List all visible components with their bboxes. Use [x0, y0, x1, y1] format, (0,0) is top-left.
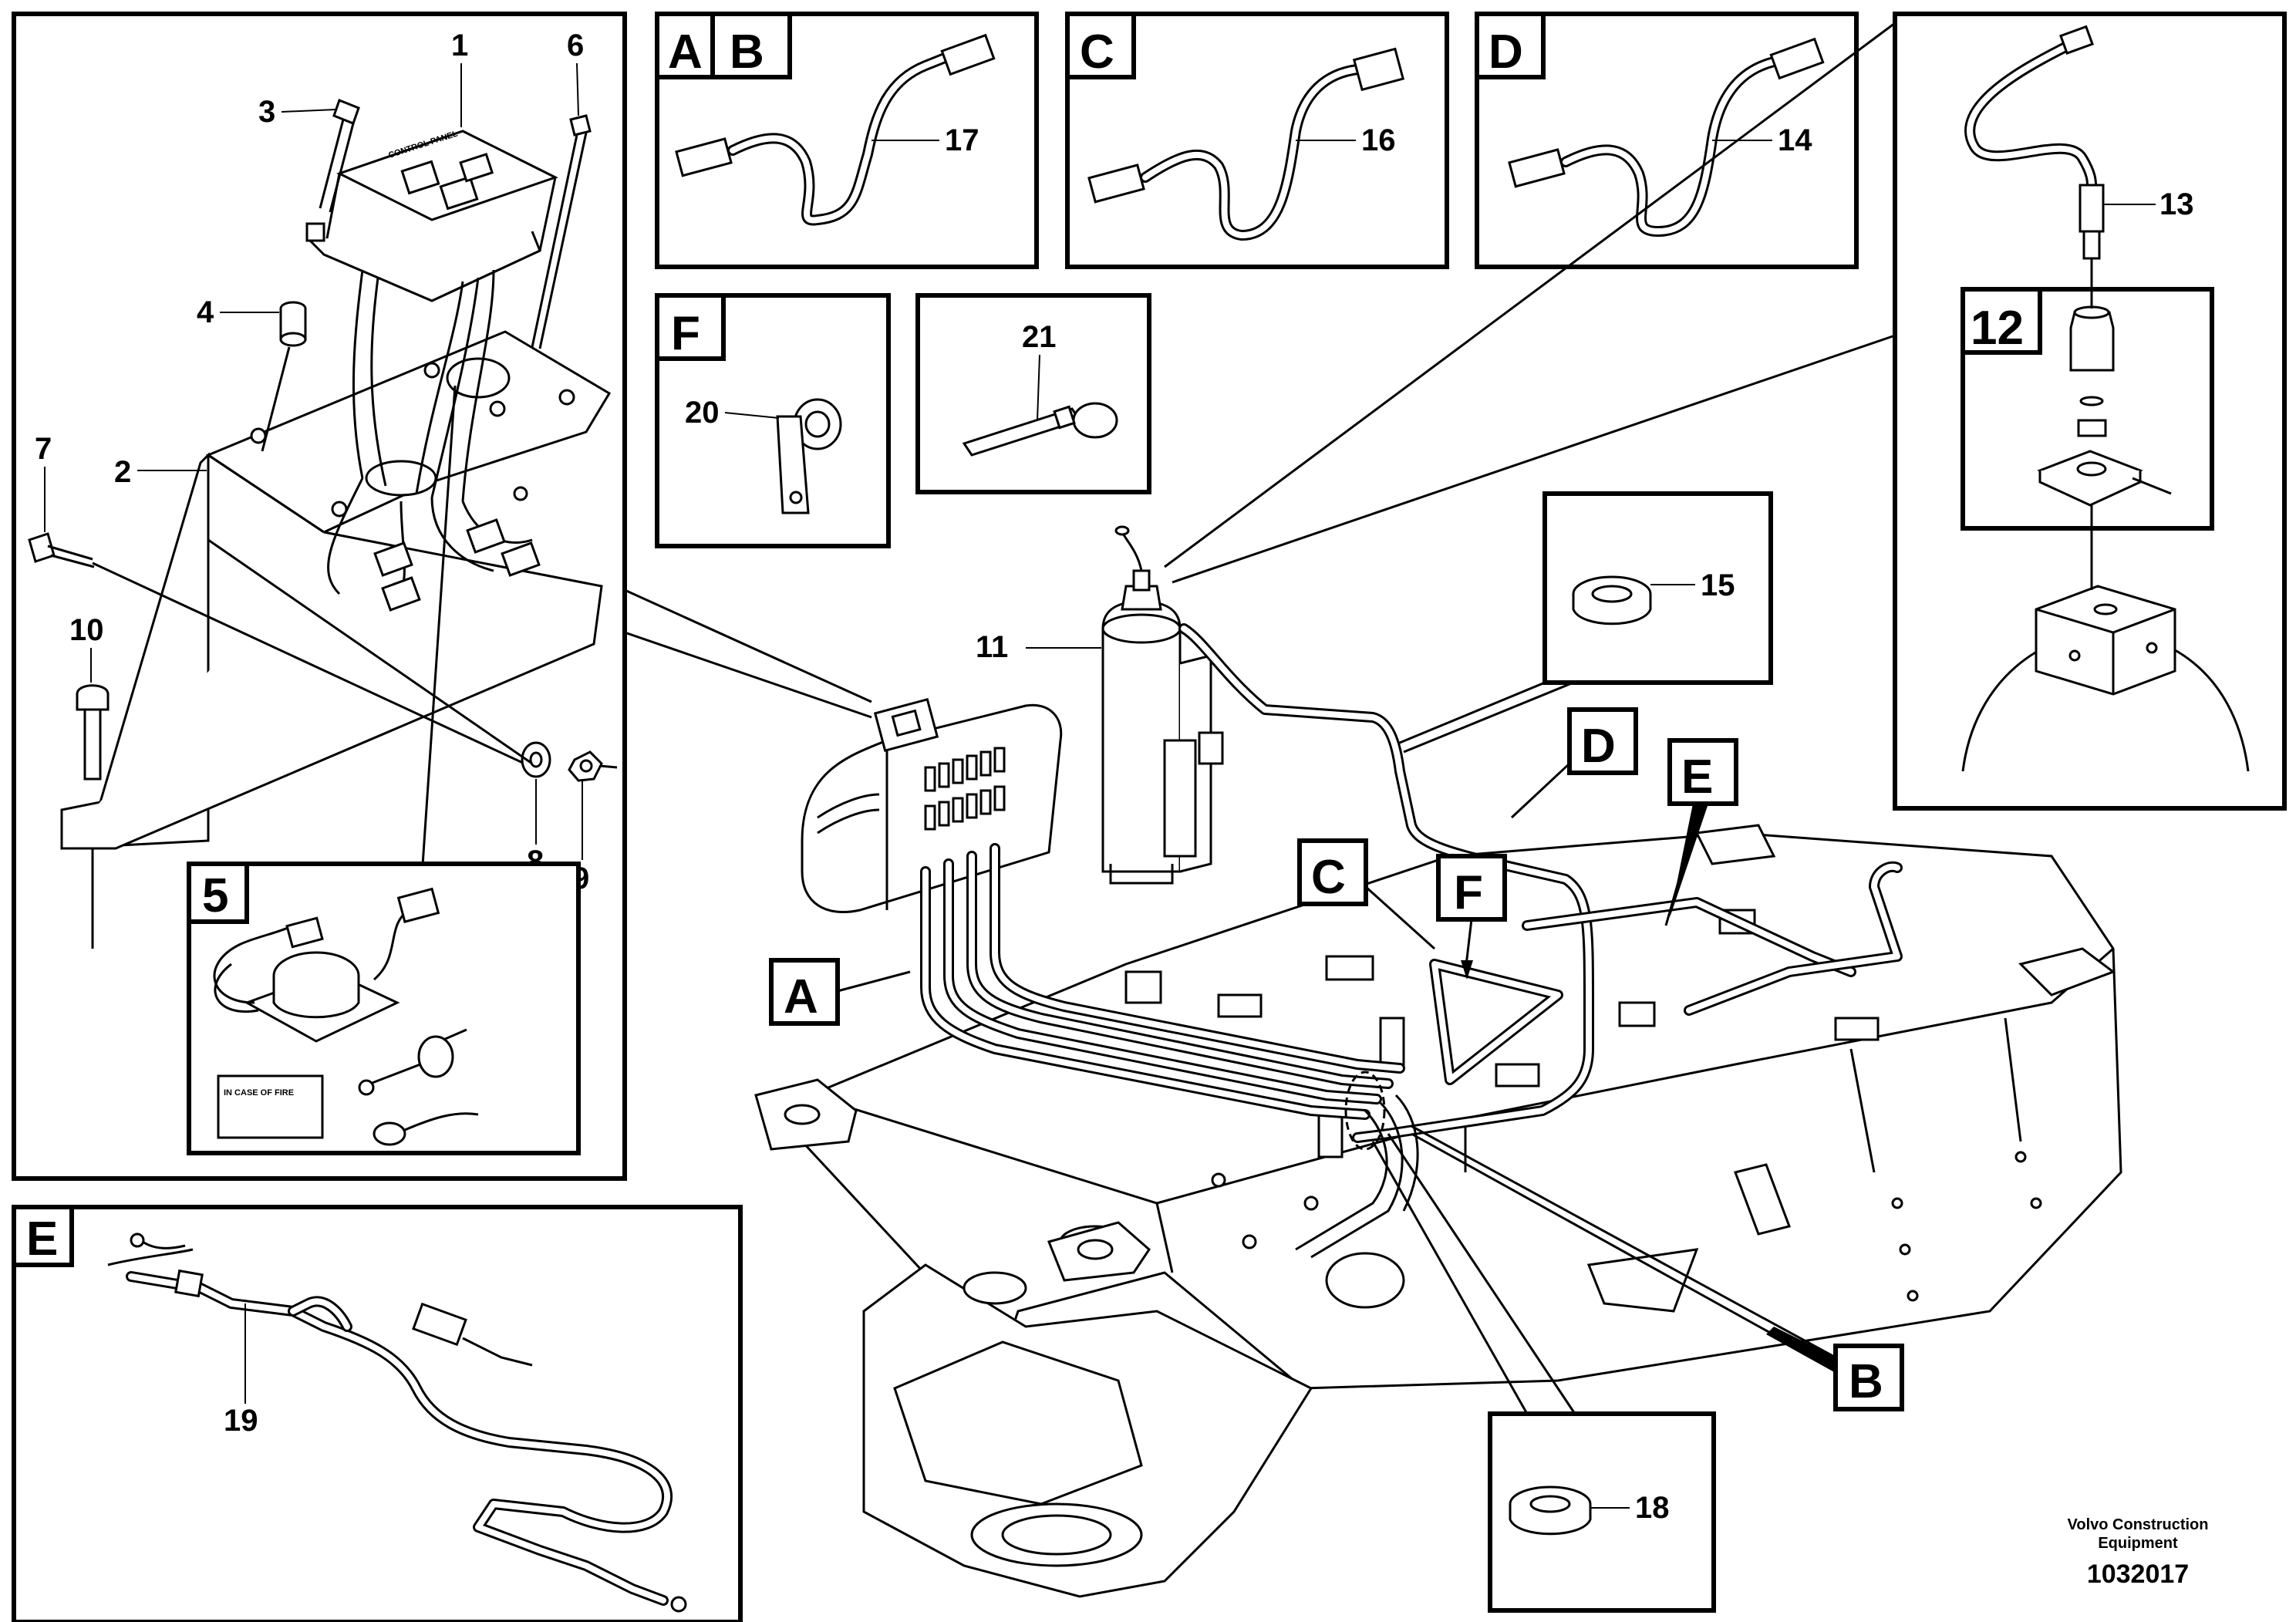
- panel-E-harness: E 19: [12, 1205, 743, 1622]
- callout-E: E: [1664, 738, 1738, 926]
- part-10-label: 10: [69, 613, 104, 647]
- part-20-label: 20: [685, 396, 720, 430]
- inset-5-fire-button: 5 IN CASE OF FIRE: [187, 862, 581, 1155]
- part-4-label: 4: [197, 295, 214, 329]
- panel-D-cable: D 14: [1475, 12, 1859, 269]
- panel-B-letter: B: [730, 25, 764, 79]
- part-17-label: 17: [945, 123, 979, 157]
- bolt-6: [531, 114, 592, 349]
- brand-line-2: Equipment: [2098, 1535, 2178, 1552]
- fire-decal: IN CASE OF FIRE: [224, 1088, 294, 1098]
- panel-cable-tie: 21: [915, 293, 1151, 494]
- panel-D-letter: D: [1489, 25, 1523, 79]
- panel-C-cable: C 16: [1065, 12, 1449, 269]
- callout-C: C: [1297, 838, 1436, 950]
- part-14-label: 14: [1778, 123, 1812, 157]
- bolt-3: [319, 99, 360, 213]
- panel-sensor-12: 12 13: [1164, 12, 2287, 811]
- callout-A: A: [769, 958, 911, 1026]
- part-16-label: 16: [1361, 123, 1396, 157]
- part-7-label: 7: [35, 432, 52, 466]
- part-21-label: 21: [1022, 320, 1057, 354]
- part-11-label: 11: [976, 630, 1008, 664]
- panel-C-letter: C: [1080, 25, 1114, 79]
- callout-B: B: [1411, 1125, 1904, 1411]
- document-number: 1032017: [2087, 1560, 2189, 1589]
- svg-text:F: F: [1454, 866, 1483, 919]
- svg-text:B: B: [1849, 1355, 1883, 1408]
- panel-AB-cable: A B 17: [655, 12, 1039, 269]
- machine-control-box: [801, 697, 1063, 914]
- svg-text:E: E: [1681, 750, 1713, 804]
- svg-text:C: C: [1311, 851, 1346, 904]
- panel-F-clip: F 20: [655, 293, 891, 548]
- extinguisher-cylinder: [1101, 525, 1224, 885]
- callout-D: D: [1510, 707, 1638, 819]
- part-3-label: 3: [258, 95, 275, 129]
- washer-8: [521, 741, 551, 778]
- detail-12-number: 12: [1971, 302, 2024, 355]
- part-19-label: 19: [224, 1404, 258, 1438]
- part-6-label: 6: [567, 29, 584, 62]
- machine-frame: 11: [754, 525, 2122, 1598]
- panel-E-letter: E: [26, 1212, 58, 1266]
- part-1-label: 1: [451, 29, 468, 62]
- spacer-4: [261, 301, 307, 452]
- part-15-label: 15: [1701, 568, 1735, 602]
- panel-F-letter: F: [671, 307, 700, 360]
- part-2-label: 2: [114, 455, 131, 489]
- panel-control-bracket: CONTROL PANEL: [12, 12, 872, 1181]
- part-18-label: 18: [1635, 1491, 1670, 1525]
- svg-text:D: D: [1581, 720, 1616, 773]
- panel-grommet-18: 18: [1371, 1133, 1716, 1613]
- detail-5-number: 5: [202, 869, 228, 922]
- nut-9: [568, 750, 618, 782]
- panel-grommet-15: 15: [1395, 491, 1773, 754]
- callout-F: F: [1436, 854, 1507, 980]
- footer: Volvo Construction Equipment 1032017: [2068, 1516, 2209, 1589]
- brand-line-1: Volvo Construction: [2068, 1516, 2209, 1533]
- bolt-10: [76, 684, 110, 949]
- panel-A-letter: A: [668, 25, 703, 79]
- bolt-7: [28, 532, 525, 765]
- svg-text:A: A: [784, 970, 818, 1023]
- part-13-label: 13: [2159, 187, 2194, 221]
